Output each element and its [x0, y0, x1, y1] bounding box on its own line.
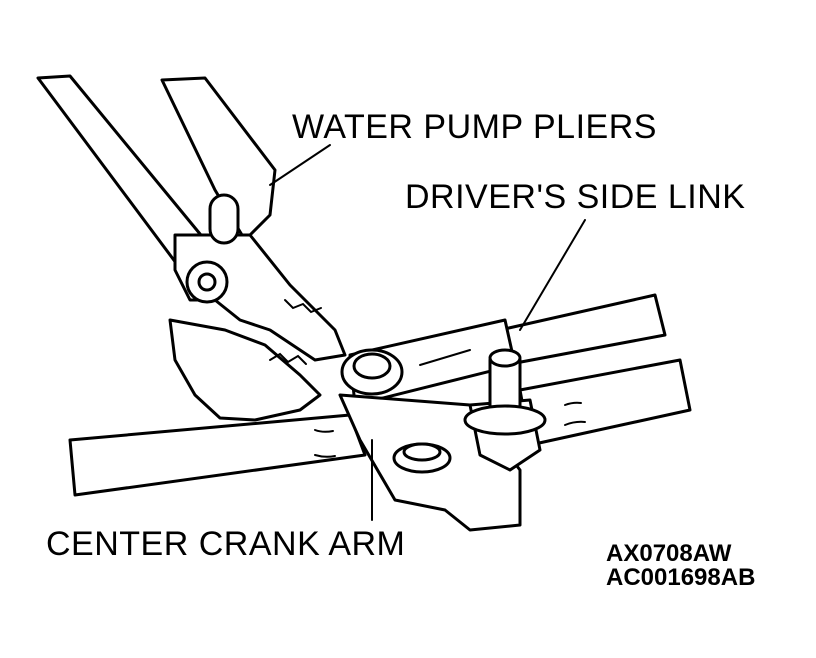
ball-joint	[340, 348, 404, 396]
leader-water-pump-pliers	[269, 144, 331, 186]
leader-drivers-side-link	[519, 219, 586, 331]
figure-code-2: AC001698AB	[606, 564, 756, 591]
pivot-post	[463, 348, 547, 436]
label-water-pump-pliers: WATER PUMP PLIERS	[292, 108, 657, 146]
center-link-rod	[68, 413, 367, 497]
water-pump-pliers	[36, 74, 347, 422]
label-drivers-side-link: DRIVER'S SIDE LINK	[405, 178, 746, 216]
figure-code-1: AX0708AW	[606, 540, 732, 567]
label-center-crank-arm: CENTER CRANK ARM	[46, 525, 406, 563]
